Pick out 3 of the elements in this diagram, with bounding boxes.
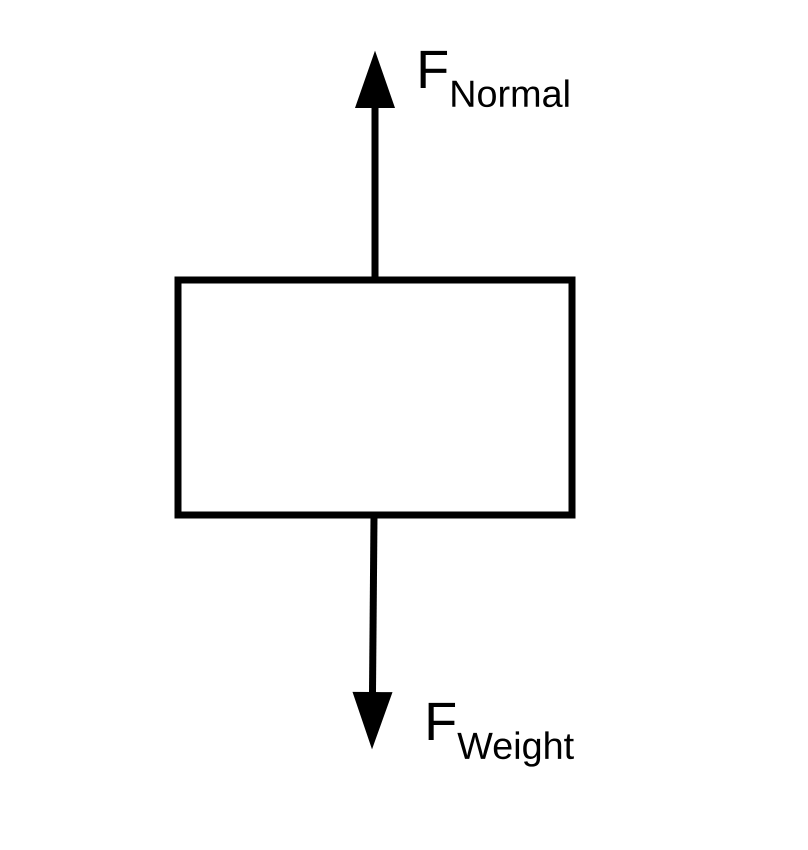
block: [174, 276, 576, 518]
force-label: F$_{Normal}$: [420, 50, 568, 108]
force-label: F$_{Weight}$: [428, 702, 574, 767]
